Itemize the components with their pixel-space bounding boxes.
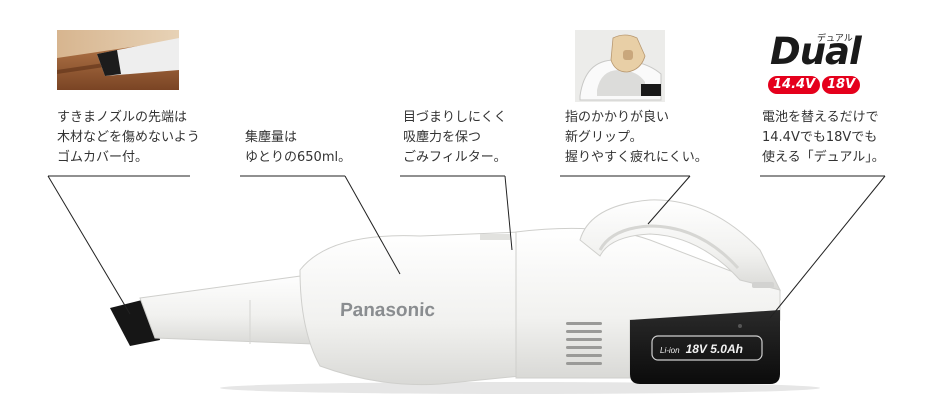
leader-line-nozzle [47,175,131,315]
callout-line: 目づまりしにくく [403,110,507,125]
callout-line: ゴムカバー付。 [57,150,149,165]
voltage-badge-18v: 18V [822,76,861,94]
battery-spec: 18V 5.0Ah [685,342,743,356]
grip-handle [579,199,781,291]
callout-line: 新グリップ。 [565,130,643,145]
callout-line: 指のかかりが良い [565,110,670,125]
callout-line: 握りやすく疲れにくい。 [565,150,708,165]
dust-case [299,231,521,386]
hand-gripping-handle-photo [575,30,665,102]
leader-line-dual [769,175,886,319]
callout-line: ごみフィルター。 [403,150,507,165]
callout-dual-battery: 電池を替えるだけで 14.4Vでも18Vでも 使える「デュアル」。 [762,108,885,168]
leader-line-filter [504,175,513,251]
callout-line: 集塵量は [245,130,298,145]
callout-line: 使える「デュアル」。 [762,150,885,165]
nozzle-on-wood-photo [57,30,179,90]
voltage-badge-14v: 14.4V [768,76,821,94]
callout-filter: 目づまりしにくく 吸塵力を保つ ごみフィルター。 [403,108,507,168]
battery-pack [630,310,780,384]
callout-grip: 指のかかりが良い 新グリップ。 握りやすく疲れにくい。 [565,108,708,168]
battery-label-frame [651,335,763,361]
leader-line-dust [344,175,401,275]
leader-line-grip [647,175,691,225]
dual-logo-ruby: デュアル [817,34,853,44]
callout-nozzle: すきまノズルの先端は 木材などを傷めないよう ゴムカバー付。 [57,108,200,168]
exhaust-vents [566,322,602,365]
callout-line: 14.4Vでも18Vでも [762,130,878,145]
callout-line: ゆとりの650ml。 [245,150,352,165]
switch-label [752,282,774,288]
dual-logo-word: Dual [770,30,862,73]
callout-line: 電池を替えるだけで [762,110,879,125]
callout-line: 吸塵力を保つ [403,130,482,145]
callout-line: 木材などを傷めないよう [57,130,200,145]
battery-label: Li-ion 18V 5.0Ah [660,342,743,356]
callout-dust-capacity: 集塵量は ゆとりの650ml。 [245,128,351,168]
callout-line: すきまノズルの先端は [57,110,188,125]
battery-type: Li-ion [660,346,680,355]
floor-shadow [220,382,820,394]
